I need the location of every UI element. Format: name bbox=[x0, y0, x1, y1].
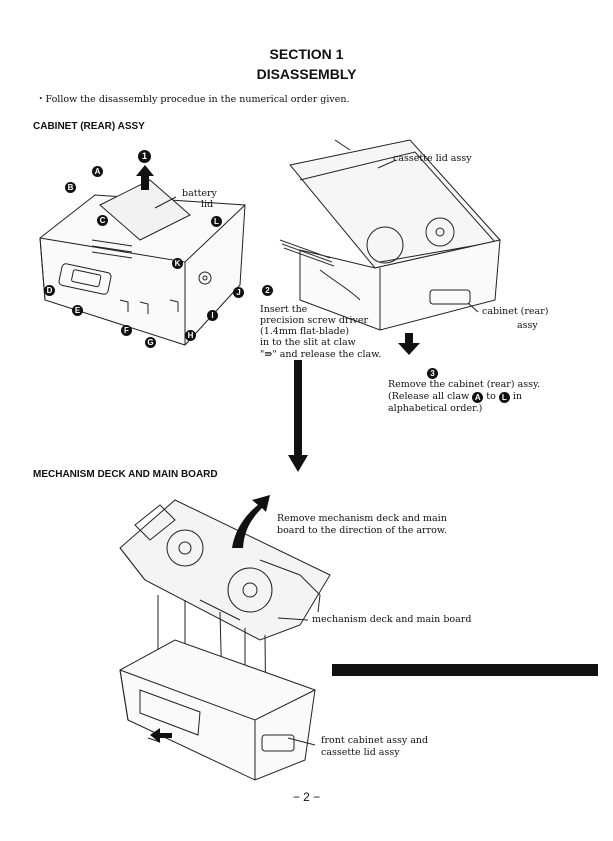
front-cabinet-drawing bbox=[119, 639, 316, 781]
claw-a-badge: A bbox=[92, 166, 103, 177]
step-3-line-1: Remove the cabinet (rear) assy. bbox=[388, 379, 541, 390]
down-arrow-icon bbox=[398, 333, 420, 355]
section-title: SECTION 1 bbox=[269, 46, 344, 62]
cassette-lid-label: cassette lid assy bbox=[393, 153, 472, 164]
claw-l-badge: L bbox=[211, 216, 222, 227]
big-down-arrow-icon bbox=[288, 360, 308, 472]
claw-i-badge: I bbox=[207, 310, 218, 321]
claw-g-badge: G bbox=[145, 337, 156, 348]
step-2-line-1: Insert the bbox=[260, 304, 308, 315]
front-cabinet-label-2: cassette lid assy bbox=[321, 747, 400, 758]
claw-l-inline-badge: L bbox=[498, 392, 510, 403]
black-bar bbox=[332, 664, 598, 676]
claw-d-badge: D bbox=[44, 285, 55, 296]
step-3-line-2-suffix: in bbox=[509, 391, 523, 402]
section-subtitle: DISASSEMBLY bbox=[256, 66, 357, 82]
step-3-badge: 3 bbox=[427, 368, 438, 379]
heading-cabinet-rear: CABINET (REAR) ASSY bbox=[33, 121, 145, 132]
claw-c-badge: C bbox=[97, 215, 108, 226]
battery-lid-label-1: battery bbox=[182, 188, 217, 199]
arrows bbox=[136, 165, 598, 743]
cabinet-rear-label-1: cabinet (rear) bbox=[482, 306, 549, 317]
cabinet-rear-label-2: assy bbox=[517, 320, 538, 331]
step-2-line-5-text: and release the claw. bbox=[276, 349, 382, 360]
claw-b-badge: B bbox=[65, 182, 76, 193]
small-left-arrow-icon bbox=[150, 728, 172, 743]
cassette-player-drawing bbox=[289, 139, 501, 331]
heading-mechanism-deck: MECHANISM DECK AND MAIN BOARD bbox=[33, 469, 218, 480]
step-3-line-3: alphabetical order.) bbox=[388, 403, 483, 414]
mech-instruction-line-2: board to the direction of the arrow. bbox=[277, 525, 447, 536]
screwdriver-drawing bbox=[279, 239, 335, 267]
step-2-line-3: (1.4mm flat-blade) bbox=[260, 326, 350, 337]
step-3-line-2: (Release all claw A to L in bbox=[388, 391, 522, 403]
curved-arrow-icon bbox=[232, 495, 270, 548]
step-2-line-2: precision screw driver bbox=[260, 315, 369, 326]
step-2-badge: 2 bbox=[262, 285, 273, 296]
step-2-line-4: in to the slit at claw bbox=[260, 337, 356, 348]
claw-h-badge: H bbox=[185, 330, 196, 341]
claw-f-badge: F bbox=[121, 325, 132, 336]
claw-a-inline-badge: A bbox=[472, 392, 484, 403]
claw-e-badge: E bbox=[72, 305, 83, 316]
double-arrow-icon: "⇛" bbox=[260, 349, 277, 360]
step-3-line-2-mid: to bbox=[483, 391, 499, 402]
claw-j-badge: J bbox=[233, 287, 244, 298]
step-3-line-2-prefix: (Release all claw bbox=[388, 391, 473, 402]
claw-k-badge: K bbox=[172, 258, 183, 269]
rear-cabinet-drawing bbox=[39, 179, 246, 346]
page-number: − 2 − bbox=[292, 790, 321, 804]
front-cabinet-label-1: front cabinet assy and bbox=[321, 735, 429, 746]
step-2-line-5: "⇛" and release the claw. bbox=[260, 349, 381, 360]
intro-text: ・Follow the disassembly procedue in the … bbox=[36, 94, 350, 105]
mech-deck-label: mechanism deck and main board bbox=[312, 614, 472, 625]
mech-instruction-line-1: Remove mechanism deck and main bbox=[277, 513, 447, 524]
battery-lid-label-2: lid bbox=[201, 199, 214, 210]
step-1-badge: 1 bbox=[138, 150, 151, 163]
up-arrow-icon bbox=[136, 165, 154, 190]
